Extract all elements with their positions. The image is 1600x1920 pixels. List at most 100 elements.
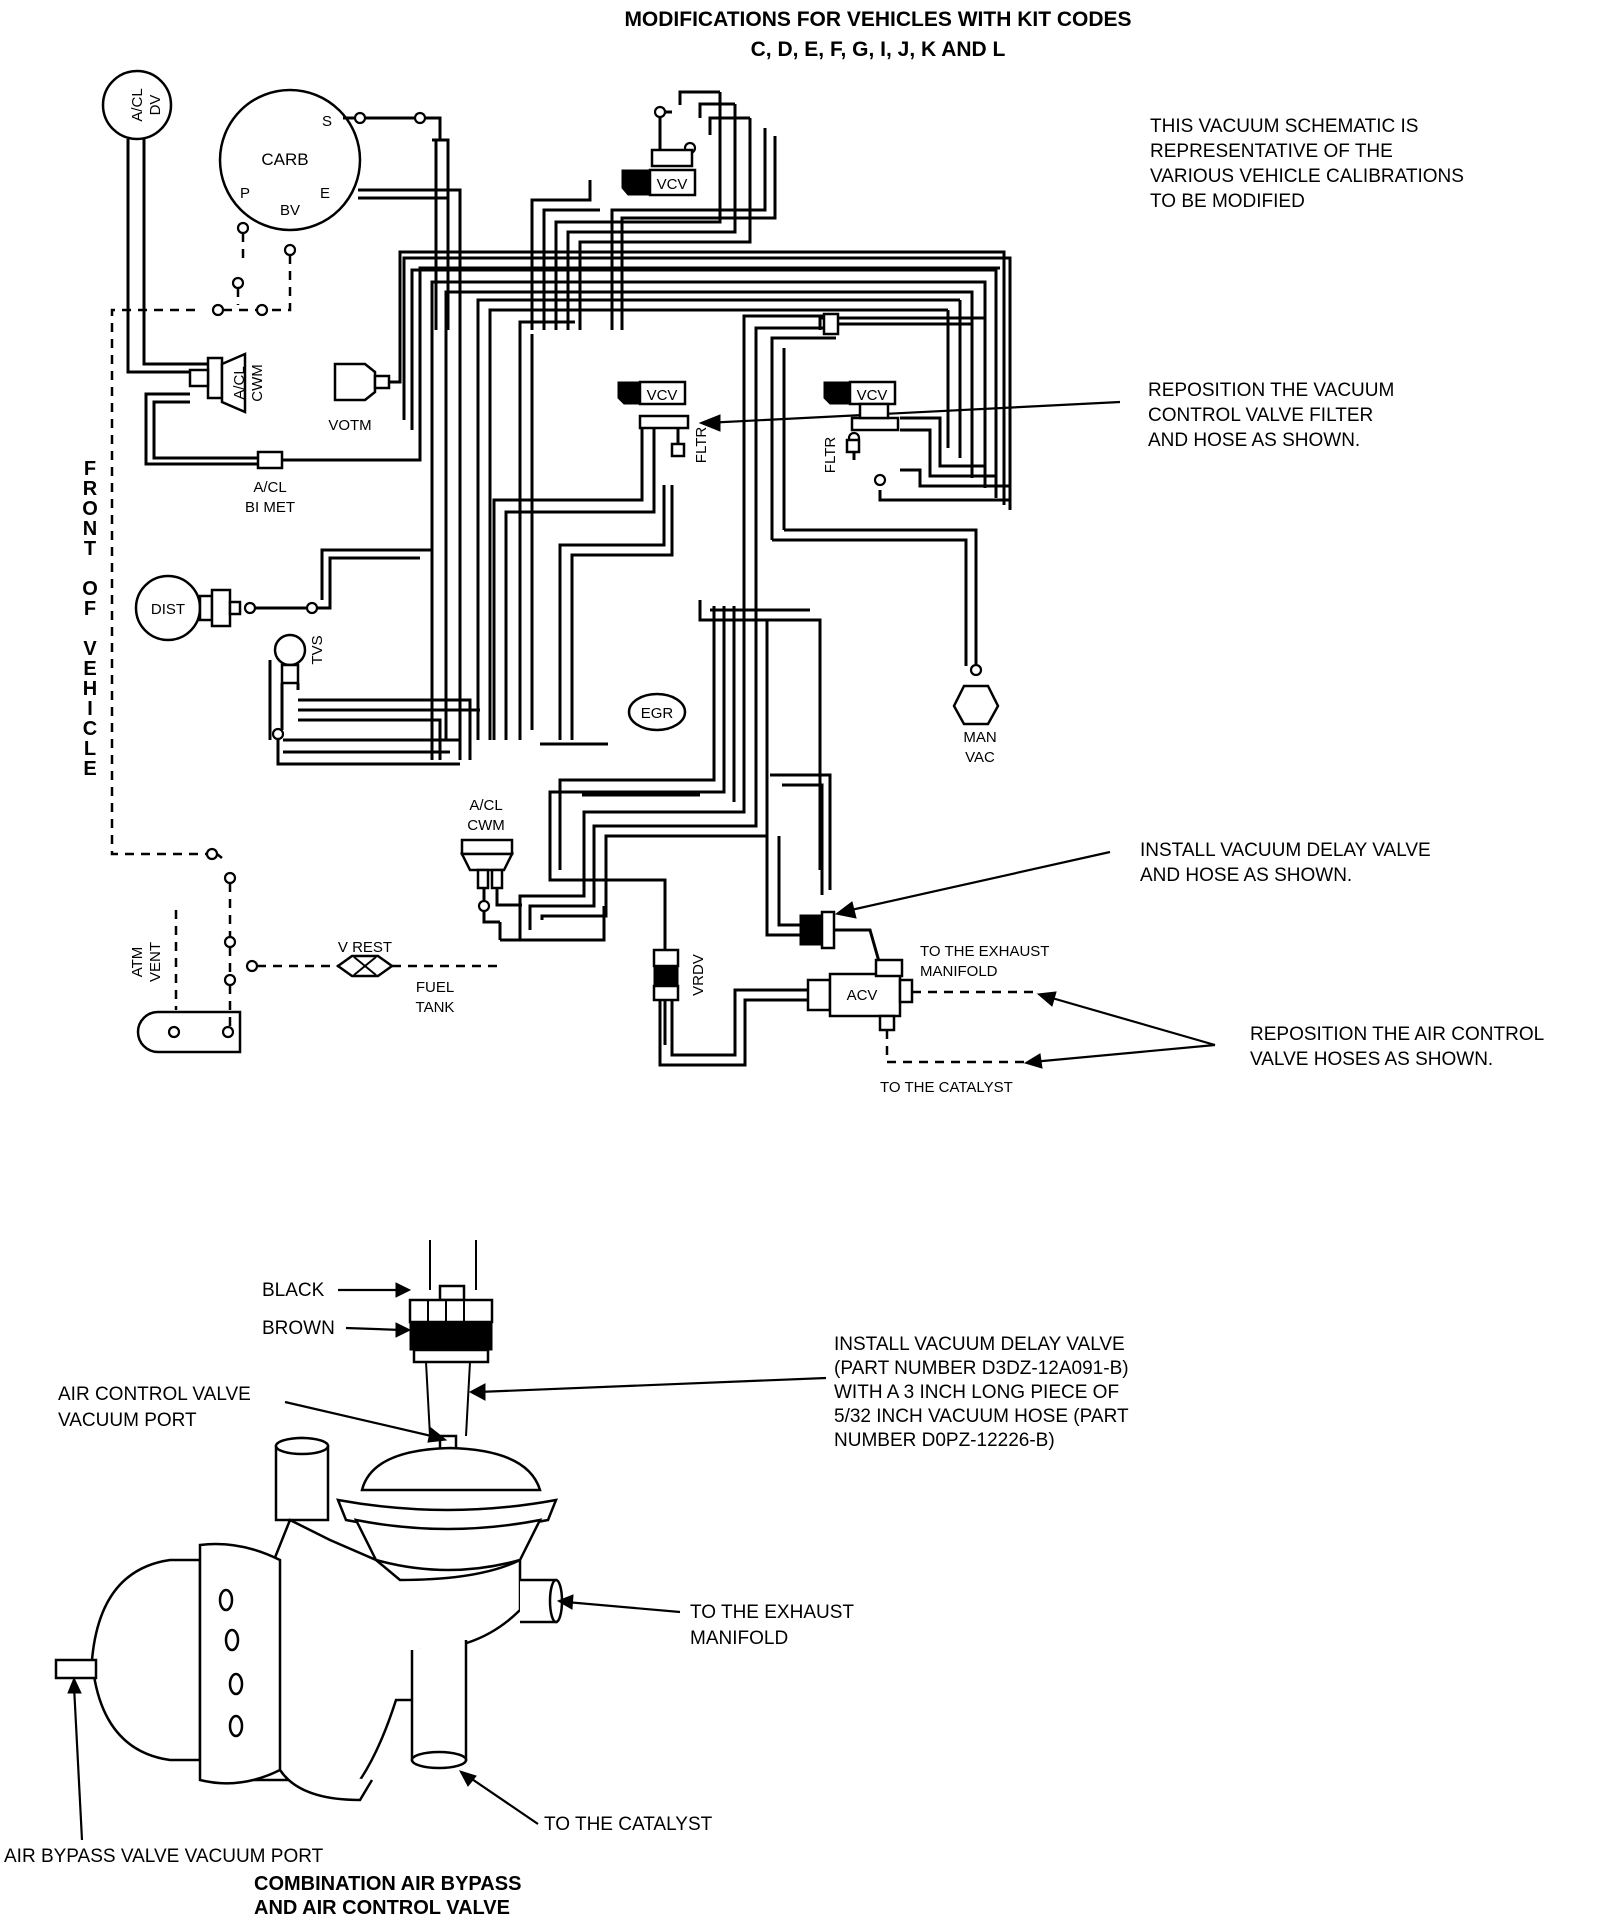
v-rest: V REST xyxy=(335,939,395,978)
carb: CARB S E P BV xyxy=(218,88,362,232)
svg-text:MAN: MAN xyxy=(963,729,996,746)
svg-text:INSTALL VACUUM DELAY VALVE: INSTALL VACUUM DELAY VALVE xyxy=(1140,840,1431,861)
svg-text:VCV: VCV xyxy=(647,387,678,404)
svg-text:CWM: CWM xyxy=(249,364,266,402)
svg-text:CARB: CARB xyxy=(261,150,308,169)
vcv-center: VCV FLTR xyxy=(617,380,710,464)
hose-cwm-bimet xyxy=(144,392,258,466)
svg-text:V REST: V REST xyxy=(338,939,392,956)
svg-text:FUEL: FUEL xyxy=(416,979,454,996)
svg-text:E: E xyxy=(320,185,330,202)
svg-text:P: P xyxy=(240,185,250,202)
note-arrows xyxy=(698,400,1216,1069)
svg-text:REPOSITION THE AIR CONTROL: REPOSITION THE AIR CONTROL xyxy=(1250,1024,1544,1045)
acv: ACV xyxy=(806,958,1040,1064)
svg-text:BROWN: BROWN xyxy=(262,1318,335,1339)
svg-text:MANIFOLD: MANIFOLD xyxy=(690,1628,788,1649)
hose-votm xyxy=(389,250,1006,505)
hose-acl-dv xyxy=(126,139,208,374)
votm: VOTM xyxy=(328,362,391,434)
svg-text:ACV: ACV xyxy=(847,987,878,1004)
hose-center-vcv xyxy=(492,428,674,740)
svg-text:COMBINATION AIR BYPASS: COMBINATION AIR BYPASS xyxy=(254,1873,521,1895)
svg-text:REPRESENTATIVE OF THE: REPRESENTATIVE OF THE xyxy=(1150,141,1393,162)
tvs: TVS xyxy=(268,633,326,741)
svg-text:(PART NUMBER D3DZ-12A091-B): (PART NUMBER D3DZ-12A091-B) xyxy=(834,1358,1129,1379)
fuel-tank-label: FUEL TANK xyxy=(416,979,455,1016)
acl-cwm-bottom: A/CL CWM xyxy=(459,797,606,942)
svg-text:VALVE HOSES AS SHOWN.: VALVE HOSES AS SHOWN. xyxy=(1250,1049,1493,1070)
hose-atm-vent xyxy=(205,847,500,1027)
man-vac: MAN VAC xyxy=(952,530,1000,766)
vacuum-delay-valve-installed xyxy=(765,836,882,966)
detail-labels: BLACK BROWN AIR CONTROL VALVE VACUUM POR… xyxy=(4,1280,1129,1867)
svg-text:BI MET: BI MET xyxy=(245,499,295,516)
svg-text:5/32 INCH VACUUM HOSE (PART: 5/32 INCH VACUUM HOSE (PART xyxy=(834,1406,1129,1427)
svg-text:EGR: EGR xyxy=(641,705,674,722)
svg-text:DIST: DIST xyxy=(151,601,185,618)
diagram-title-line2: C, D, E, F, G, I, J, K AND L xyxy=(751,38,1006,61)
hose-bimet-right xyxy=(282,266,1000,462)
detail-valve-illustration xyxy=(54,1240,564,1802)
svg-text:TO THE CATALYST: TO THE CATALYST xyxy=(544,1814,713,1835)
svg-text:FLTR: FLTR xyxy=(822,437,839,474)
svg-text:A/CL: A/CL xyxy=(253,479,286,496)
dist: DIST xyxy=(134,548,432,642)
svg-text:VCV: VCV xyxy=(857,387,888,404)
egr: EGR xyxy=(627,692,687,732)
note-install-delay: INSTALL VACUUM DELAY VALVE AND HOSE AS S… xyxy=(1140,840,1431,886)
svg-text:BLACK: BLACK xyxy=(262,1280,325,1301)
note-reposition-acv: REPOSITION THE AIR CONTROL VALVE HOSES A… xyxy=(1250,1024,1544,1070)
vcv-top: VCV xyxy=(621,105,697,197)
acl-dv-valve: A/CL DV xyxy=(101,69,173,141)
detail-caption: COMBINATION AIR BYPASS AND AIR CONTROL V… xyxy=(254,1873,521,1919)
svg-text:ATM: ATM xyxy=(129,947,146,978)
svg-text:A/CL: A/CL xyxy=(129,88,146,121)
vrdv: VRDV xyxy=(652,880,808,1067)
diagram-title-line1: MODIFICATIONS FOR VEHICLES WITH KIT CODE… xyxy=(624,8,1131,31)
svg-text:MANIFOLD: MANIFOLD xyxy=(920,963,998,980)
svg-text:WITH A 3 INCH LONG PIECE OF: WITH A 3 INCH LONG PIECE OF xyxy=(834,1382,1119,1403)
hose-carb-e xyxy=(358,188,462,760)
svg-text:AND HOSE AS SHOWN.: AND HOSE AS SHOWN. xyxy=(1140,865,1352,886)
svg-text:A/CL: A/CL xyxy=(231,366,248,399)
hose-tvs-loops xyxy=(276,698,608,766)
svg-text:FLTR: FLTR xyxy=(693,427,710,464)
note-reposition-filter: REPOSITION THE VACUUM CONTROL VALVE FILT… xyxy=(1148,380,1394,451)
vcv-right: VCV FLTR xyxy=(822,380,900,487)
svg-text:VCV: VCV xyxy=(657,176,688,193)
svg-text:AIR CONTROL VALVE: AIR CONTROL VALVE xyxy=(58,1384,251,1405)
svg-text:TANK: TANK xyxy=(416,999,455,1016)
svg-text:VENT: VENT xyxy=(147,942,164,982)
svg-text:BV: BV xyxy=(280,202,300,219)
svg-text:CWM: CWM xyxy=(467,817,505,834)
acl-bimet: A/CL BI MET xyxy=(245,450,295,516)
svg-text:AIR BYPASS VALVE VACUUM PORT: AIR BYPASS VALVE VACUUM PORT xyxy=(4,1846,324,1867)
hose-carb-p-bv xyxy=(211,221,297,317)
hose-cwm-bimet-2 xyxy=(152,400,258,460)
svg-text:VRDV: VRDV xyxy=(690,954,707,996)
svg-text:TO THE EXHAUST: TO THE EXHAUST xyxy=(920,943,1049,960)
svg-text:THIS VACUUM SCHEMATIC IS: THIS VACUUM SCHEMATIC IS xyxy=(1150,116,1418,137)
svg-text:AND AIR CONTROL VALVE: AND AIR CONTROL VALVE xyxy=(254,1897,510,1919)
svg-text:TO BE MODIFIED: TO BE MODIFIED xyxy=(1150,191,1305,212)
to-catalyst-label: TO THE CATALYST xyxy=(880,1079,1013,1096)
svg-text:REPOSITION THE VACUUM: REPOSITION THE VACUUM xyxy=(1148,380,1394,401)
to-exhaust-manifold-label: TO THE EXHAUST MANIFOLD xyxy=(920,943,1049,980)
detail-arrows xyxy=(67,1282,827,1841)
svg-text:CONTROL VALVE FILTER: CONTROL VALVE FILTER xyxy=(1148,405,1373,426)
acl-cwm-vertical: A/CL CWM xyxy=(188,352,266,414)
svg-text:VARIOUS VEHICLE CALIBRATIONS: VARIOUS VEHICLE CALIBRATIONS xyxy=(1150,166,1464,187)
svg-text:TVS: TVS xyxy=(309,635,326,664)
svg-text:NUMBER D0PZ-12226-B): NUMBER D0PZ-12226-B) xyxy=(834,1430,1055,1451)
svg-text:TO THE EXHAUST: TO THE EXHAUST xyxy=(690,1602,854,1623)
svg-text:S: S xyxy=(322,113,332,130)
svg-text:DV: DV xyxy=(147,95,164,116)
svg-text:VAC: VAC xyxy=(965,749,995,766)
hose-top-loop xyxy=(530,90,777,330)
svg-text:AND HOSE AS SHOWN.: AND HOSE AS SHOWN. xyxy=(1148,430,1360,451)
svg-text:A/CL: A/CL xyxy=(469,797,502,814)
